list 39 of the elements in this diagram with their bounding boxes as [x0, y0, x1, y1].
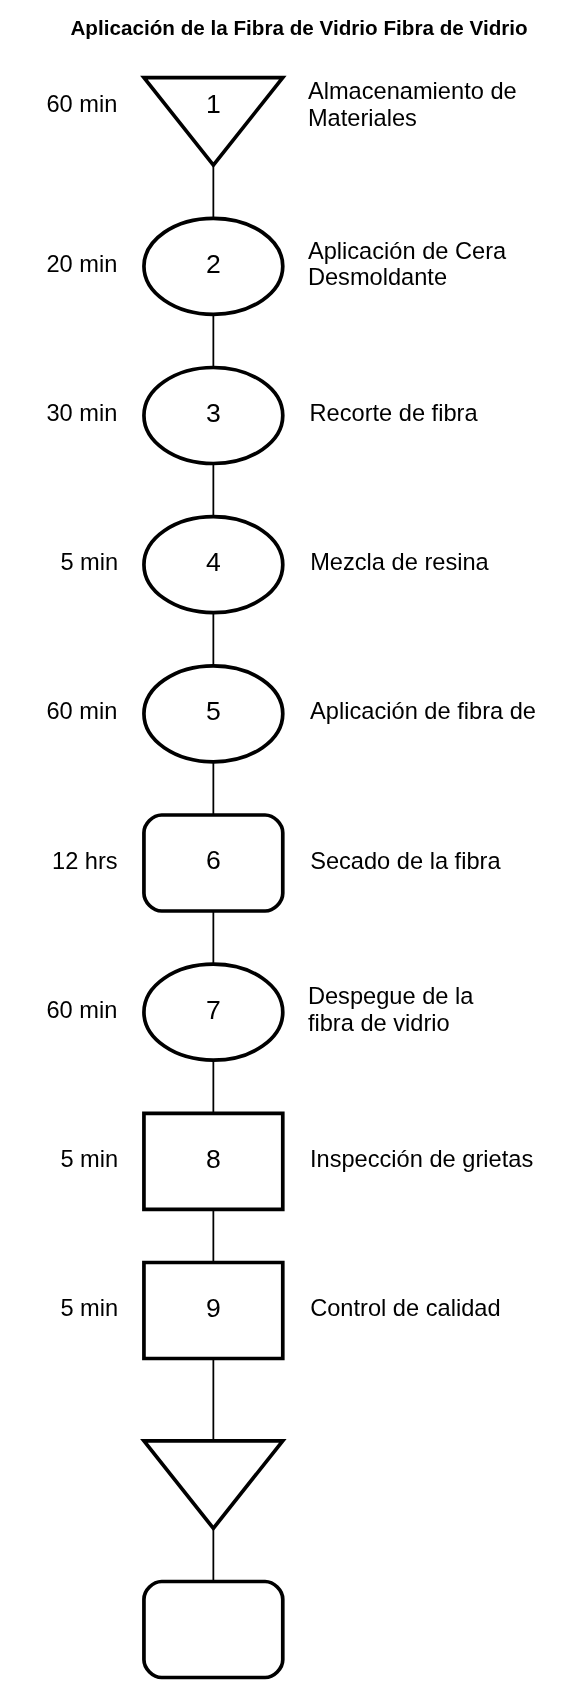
node-label: Despegue de la fibra de vidrio: [307, 983, 474, 1037]
node-label: 20 min: [46, 250, 118, 277]
node-label: 5 min: [60, 549, 119, 576]
node-label: Almacenamiento de Materiales: [307, 78, 517, 131]
node-ellipse: 5: [142, 663, 285, 764]
node-ellipse: 4: [142, 514, 285, 615]
node-box: 6: [142, 813, 285, 913]
node-box: 9: [142, 1260, 285, 1361]
node-box: 8: [142, 1111, 285, 1212]
connector: [212, 611, 215, 667]
connector: [212, 1527, 215, 1583]
node-triangle: [140, 1439, 287, 1532]
node-label: Mezcla de resina: [310, 549, 489, 576]
node-label: Aplicación de Cera Desmoldante: [307, 237, 507, 291]
node-ellipse: 7: [142, 962, 285, 1062]
connector: [212, 313, 215, 369]
connector: [212, 1357, 215, 1442]
node-delay: [142, 1579, 285, 1680]
node-ellipse: 2: [142, 216, 285, 317]
node-label: Inspección de grietas: [309, 1145, 534, 1172]
node-label: 12 hrs: [52, 847, 118, 874]
node-label: 60 min: [46, 91, 118, 118]
node-label: 5 min: [60, 1145, 119, 1172]
connector: [212, 761, 215, 816]
node-label: 60 min: [46, 996, 118, 1023]
node-label: Aplicación de fibra de: [310, 698, 537, 725]
connector: [212, 1059, 215, 1114]
node-label: Recorte de fibra: [309, 400, 478, 427]
node-ellipse: 3: [142, 365, 285, 466]
node-label: 30 min: [46, 400, 118, 427]
node-label: Secado de la fibra: [310, 847, 501, 874]
connector: [212, 1208, 215, 1264]
connector: [212, 164, 215, 219]
node-label: 60 min: [46, 698, 118, 725]
diagram-title: Aplicación de la Fibra de Vidrio Fibra de Vidrio: [70, 16, 528, 40]
connector: [212, 910, 215, 965]
node-label: 5 min: [60, 1295, 119, 1322]
node-label: Control de calidad: [310, 1295, 501, 1322]
connector: [212, 462, 215, 518]
